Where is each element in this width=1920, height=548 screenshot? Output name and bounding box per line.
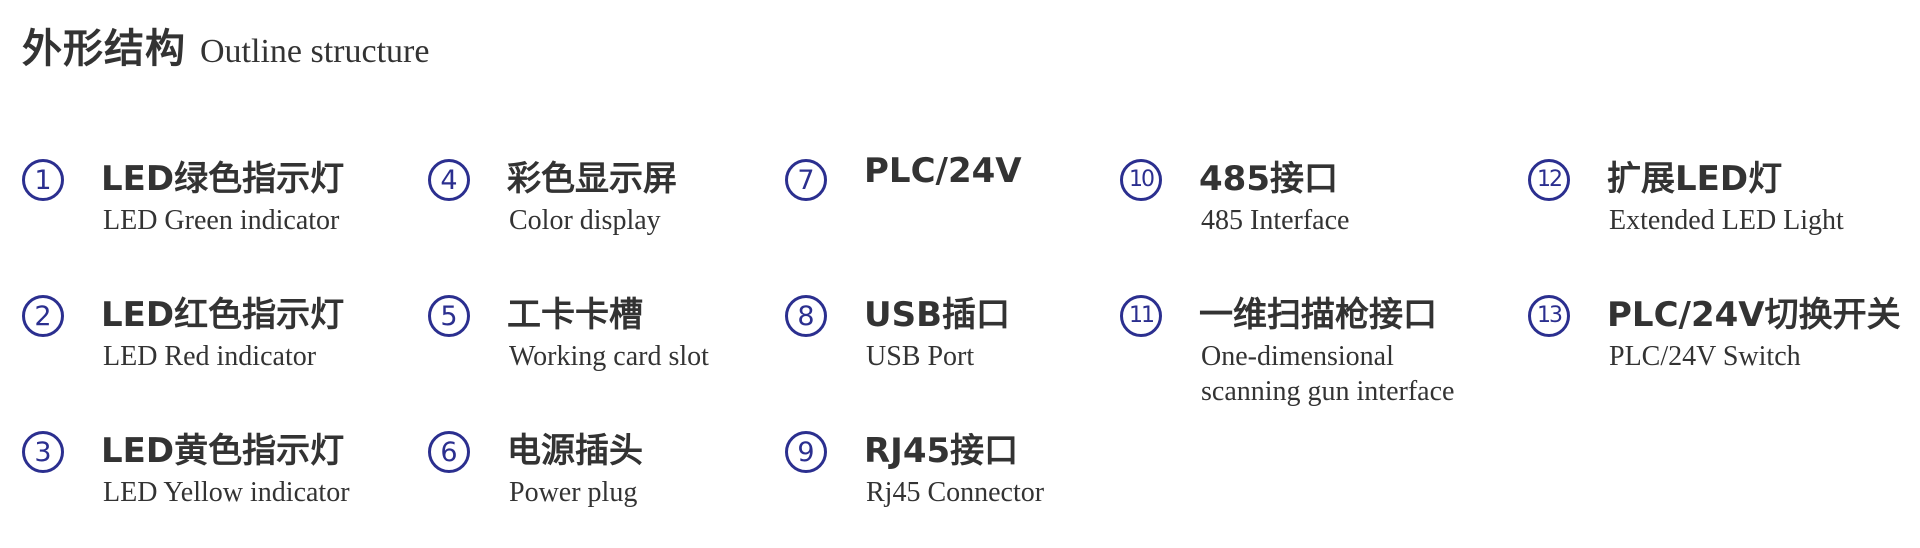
item-label-cn: USB插口 bbox=[864, 295, 1011, 335]
item-label-en: LED Green indicator bbox=[103, 205, 340, 236]
number-badge: 10 bbox=[1120, 159, 1162, 201]
page-title-en: Outline structure bbox=[200, 33, 430, 70]
page-title-cn: 外形结构 bbox=[22, 26, 186, 72]
item-label-cn: LED红色指示灯 bbox=[101, 295, 345, 335]
item-label-en: Color display bbox=[509, 205, 661, 236]
number-badge: 13 bbox=[1528, 295, 1570, 337]
item-label-en: PLC/24V Switch bbox=[1609, 341, 1801, 372]
item-label-cn: PLC/24V切换开关 bbox=[1607, 295, 1901, 335]
item-label-cn: LED黄色指示灯 bbox=[101, 431, 345, 471]
number-badge: 1 bbox=[22, 159, 64, 201]
item-label-cn: RJ45接口 bbox=[864, 431, 1019, 471]
number-badge: 9 bbox=[785, 431, 827, 473]
item-label-cn: 电源插头 bbox=[507, 431, 643, 471]
number-badge: 7 bbox=[785, 159, 827, 201]
item-label-en: One-dimensional scanning gun interface bbox=[1201, 341, 1455, 407]
item-label-cn: 485接口 bbox=[1199, 159, 1338, 199]
number-badge: 8 bbox=[785, 295, 827, 337]
item-label-en: LED Red indicator bbox=[103, 341, 317, 372]
item-label-cn: 工卡卡槽 bbox=[507, 295, 643, 335]
number-badge: 5 bbox=[428, 295, 470, 337]
number-badge: 3 bbox=[22, 431, 64, 473]
item-label-cn: 扩展LED灯 bbox=[1607, 159, 1783, 199]
item-label-en: Working card slot bbox=[509, 341, 709, 372]
item-label-en: LED Yellow indicator bbox=[103, 477, 350, 508]
number-badge: 2 bbox=[22, 295, 64, 337]
item-label-cn: 一维扫描枪接口 bbox=[1199, 295, 1437, 335]
page-header: 外形结构 Outline structure bbox=[22, 16, 429, 74]
number-badge: 11 bbox=[1120, 295, 1162, 337]
item-label-en: Extended LED Light bbox=[1609, 205, 1844, 236]
item-label-en: 485 Interface bbox=[1201, 205, 1350, 236]
number-badge: 6 bbox=[428, 431, 470, 473]
item-label-cn: PLC/24V bbox=[864, 151, 1022, 191]
item-label-cn: LED绿色指示灯 bbox=[101, 159, 345, 199]
item-label-en: Rj45 Connector bbox=[866, 477, 1045, 508]
item-label-en: USB Port bbox=[866, 341, 975, 372]
item-label-cn: 彩色显示屏 bbox=[507, 159, 677, 199]
item-label-en: Power plug bbox=[509, 477, 638, 508]
number-badge: 4 bbox=[428, 159, 470, 201]
number-badge: 12 bbox=[1528, 159, 1570, 201]
